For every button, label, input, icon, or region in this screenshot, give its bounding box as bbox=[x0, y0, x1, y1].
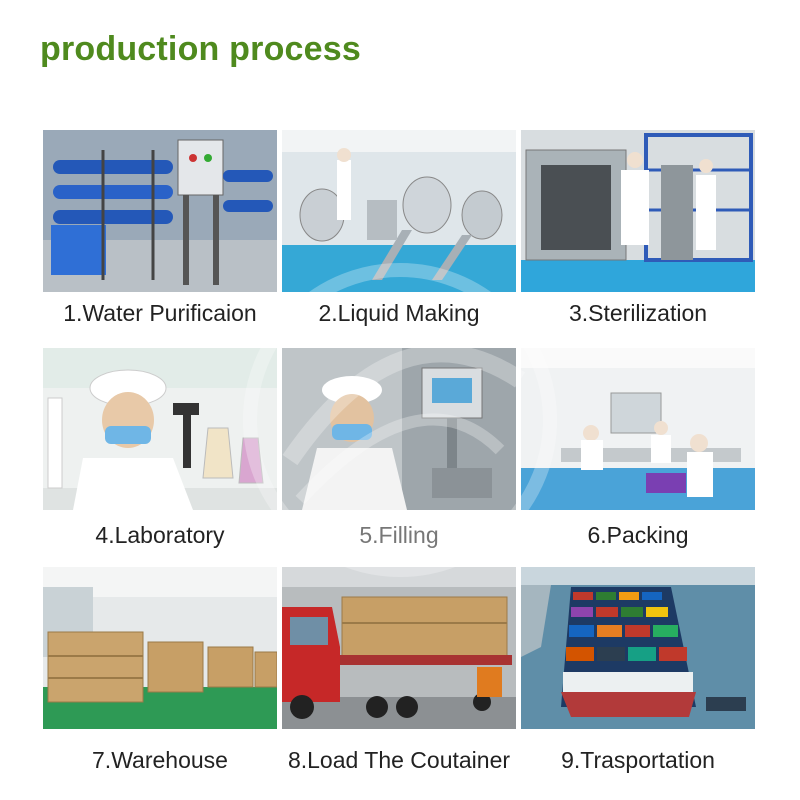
step-card-filling: 5.Filling bbox=[282, 348, 516, 548]
step-card-warehouse: 7.Warehouse bbox=[43, 567, 277, 773]
photo-warehouse bbox=[43, 567, 277, 729]
step-label: 8.Load The Coutainer bbox=[287, 747, 511, 773]
step-card-transportation: 9.Trasportation bbox=[521, 567, 755, 773]
step-label: 4.Laboratory bbox=[95, 522, 225, 548]
photo-load-container bbox=[282, 567, 516, 729]
step-card-sterilization: 3.Sterilization bbox=[521, 130, 755, 326]
step-label: 7.Warehouse bbox=[92, 747, 228, 773]
step-card-load-container: 8.Load The Coutainer bbox=[282, 567, 516, 773]
step-card-liquid-making: 2.Liquid Making bbox=[282, 130, 516, 326]
step-label: 5.Filling bbox=[359, 522, 439, 548]
step-label: 9.Trasportation bbox=[561, 747, 715, 773]
step-card-packing: 6.Packing bbox=[521, 348, 755, 548]
photo-liquid-making bbox=[282, 130, 516, 292]
step-card-water-purification: 1.Water Purificaion bbox=[43, 130, 277, 326]
photo-transportation bbox=[521, 567, 755, 729]
step-label: 1.Water Purificaion bbox=[63, 300, 257, 326]
page-title: production process bbox=[40, 30, 361, 68]
photo-laboratory bbox=[43, 348, 277, 510]
photo-packing bbox=[521, 348, 755, 510]
step-label: 2.Liquid Making bbox=[318, 300, 480, 326]
step-label: 3.Sterilization bbox=[568, 300, 708, 326]
step-label: 6.Packing bbox=[587, 522, 689, 548]
photo-sterilization bbox=[521, 130, 755, 292]
photo-water-purification bbox=[43, 130, 277, 292]
photo-filling bbox=[282, 348, 516, 510]
step-card-laboratory: 4.Laboratory bbox=[43, 348, 277, 548]
